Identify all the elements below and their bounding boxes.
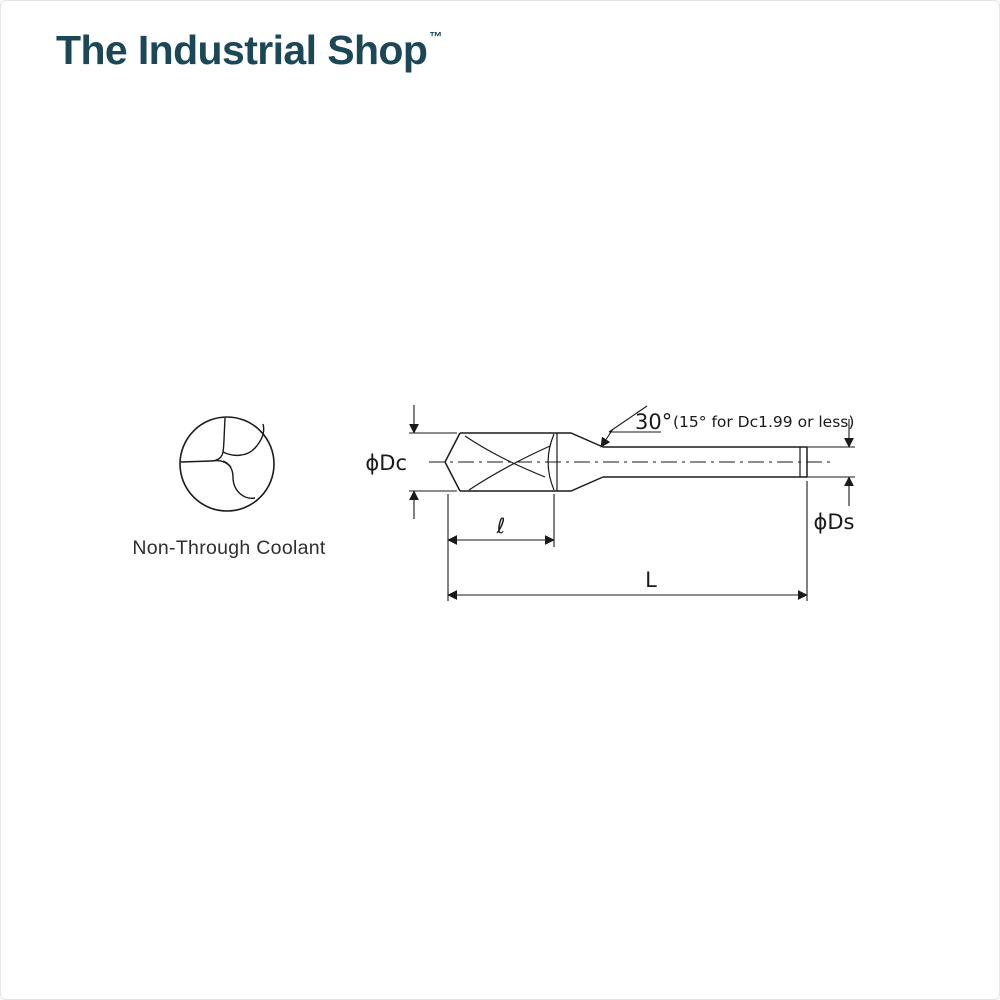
- taper-bottom: [557, 476, 604, 492]
- label-flute-length: ℓ: [496, 514, 506, 538]
- angle-leader-arrow: [600, 428, 614, 448]
- label-shank-diameter: ϕDs: [814, 510, 855, 534]
- taper-top: [557, 432, 604, 448]
- dim-point-angle: [600, 405, 661, 448]
- drill-point: [444, 432, 461, 492]
- end-view-cutting-lip-1: [222, 423, 265, 457]
- trademark-symbol: ™: [429, 29, 442, 44]
- drill-side-view: [429, 432, 833, 492]
- label-overall-length: L: [645, 568, 657, 592]
- end-view-outline-circle: [179, 416, 275, 512]
- end-view-flute-edge-1: [180, 417, 226, 463]
- coolant-caption: Non-Through Coolant: [132, 537, 326, 559]
- brand-name: The Industrial Shop: [56, 27, 428, 73]
- dim-overall-length: [447, 481, 808, 601]
- flute-runout: [547, 433, 555, 491]
- label-point-angle-note: (15° for Dc1.99 or less): [673, 413, 854, 431]
- label-point-angle: 30°: [635, 410, 672, 434]
- dim-cutting-diameter: [409, 405, 457, 519]
- flute-spiral-1: [464, 435, 546, 478]
- dim-shank-diameter: [807, 419, 855, 506]
- dim-flute-length: [447, 494, 555, 601]
- dimensions: [409, 405, 855, 601]
- label-cutting-diameter: ϕDc: [365, 451, 407, 475]
- end-view-chisel-edge: [212, 459, 232, 468]
- flute-spiral-2: [468, 445, 551, 491]
- end-view-cutting-lip-2: [222, 460, 256, 499]
- drill-end-view: [179, 416, 275, 512]
- angle-slanted-line: [608, 405, 648, 433]
